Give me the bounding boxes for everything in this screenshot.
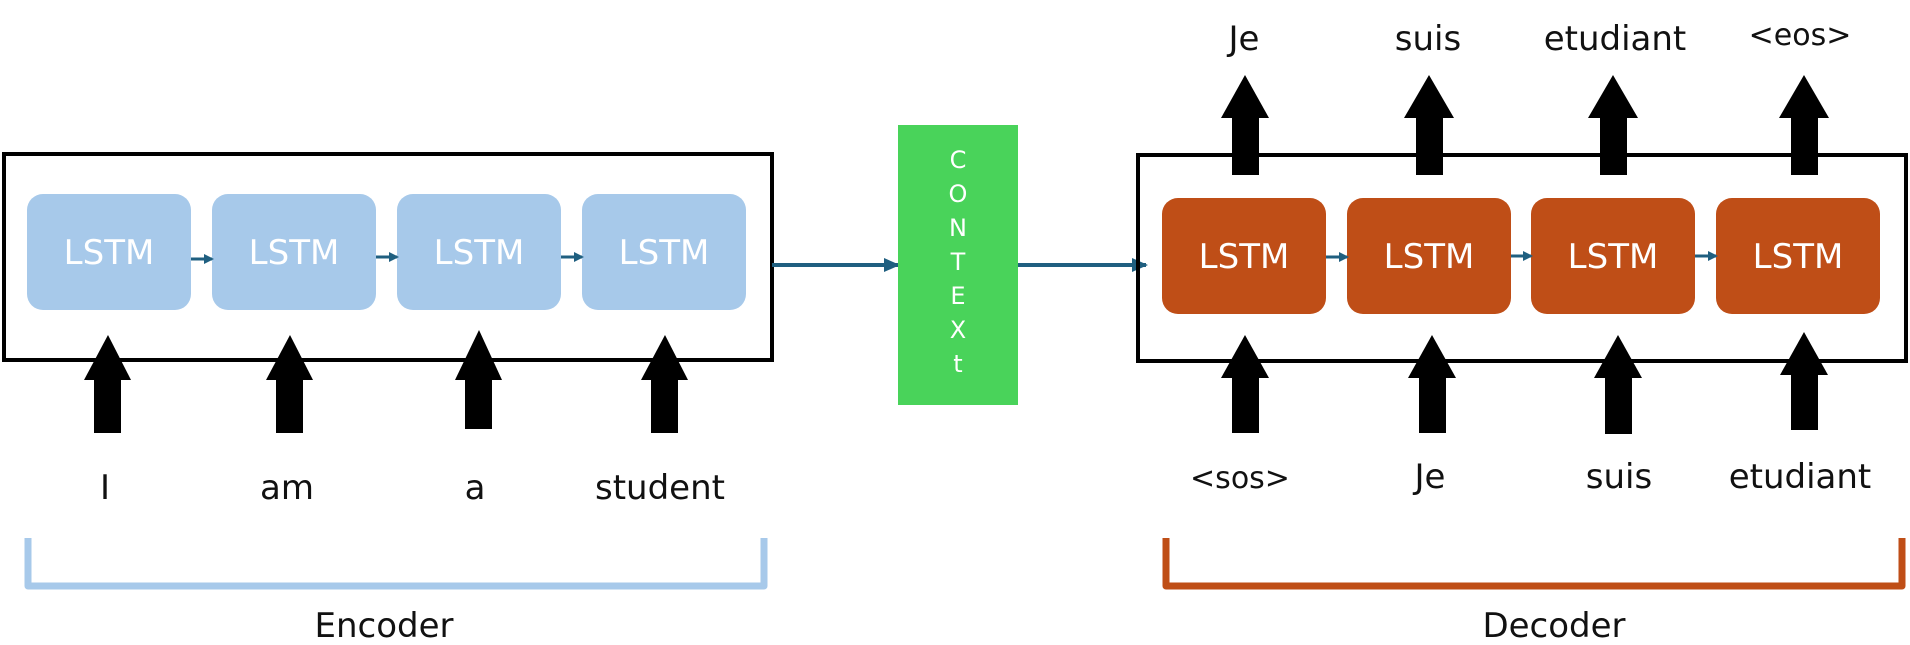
context-letter: X: [950, 316, 966, 344]
decoder-input-arrow-2: [1408, 335, 1456, 433]
decoder-bracket: [1162, 538, 1906, 590]
decoder: LSTM LSTM LSTM LSTM: [1136, 18, 1908, 645]
encoder-lstm-box: [397, 194, 561, 310]
encoder-cell-3: LSTM: [397, 194, 561, 310]
decoder-output-word: suis: [1395, 19, 1461, 59]
context-letter: T: [950, 248, 966, 276]
decoder-lstm-box: [1162, 198, 1326, 314]
encoder-input-arrow-1: [84, 335, 131, 433]
encoder-input-word: I: [100, 468, 110, 508]
decoder-lstm-box: [1531, 198, 1695, 314]
decoder-lstm-box: [1347, 198, 1511, 314]
encoder-cell-1: LSTM: [27, 194, 191, 310]
encoder-input-arrow-3: [455, 330, 502, 429]
decoder-cell-4: LSTM: [1716, 198, 1880, 314]
decoder-cell-2: LSTM: [1347, 198, 1511, 314]
decoder-input-word: suis: [1586, 457, 1652, 497]
encoder-lstm-box: [212, 194, 376, 310]
encoder-lstm-label: LSTM: [249, 233, 340, 273]
decoder-input-arrow-1: [1221, 335, 1269, 433]
decoder-output-word: etudiant: [1544, 19, 1687, 59]
encoder-bracket: [24, 538, 768, 590]
encoder-input-word: am: [260, 468, 314, 508]
decoder-cell-1: LSTM: [1162, 198, 1326, 314]
decoder-lstm-label: LSTM: [1568, 237, 1659, 277]
decoder-output-arrow-1: [1221, 75, 1269, 175]
decoder-output-arrow-2: [1404, 75, 1454, 175]
context-letter: E: [950, 282, 965, 310]
encoder-input-arrow-4: [641, 335, 688, 433]
context-letter: t: [953, 350, 962, 378]
encoder-lstm-box: [27, 194, 191, 310]
encoder-input-arrow-2: [266, 335, 313, 433]
encoder-input-word: student: [595, 468, 725, 508]
decoder-input-word: Je: [1413, 457, 1446, 497]
decoder-lstm-label: LSTM: [1199, 237, 1290, 277]
decoder-output-arrow-4: [1779, 75, 1829, 175]
decoder-label: Decoder: [1482, 606, 1625, 645]
decoder-lstm-box: [1716, 198, 1880, 314]
context-box: [898, 125, 1018, 405]
decoder-input-word: etudiant: [1729, 457, 1872, 497]
encoder-label: Encoder: [314, 606, 453, 645]
decoder-frame: [1136, 153, 1908, 363]
context-letter: O: [949, 180, 968, 208]
encoder-lstm-label: LSTM: [434, 233, 525, 273]
encoder-cell-4: LSTM: [582, 194, 746, 310]
context-letter: C: [950, 146, 967, 174]
encoder-lstm-label: LSTM: [619, 233, 710, 273]
encoder: LSTM LSTM LSTM LSTM: [2, 152, 774, 645]
decoder-lstm-label: LSTM: [1384, 237, 1475, 277]
decoder-cell-3: LSTM: [1531, 198, 1695, 314]
encoder-frame: [2, 152, 774, 362]
decoder-output-word: <eos>: [1749, 18, 1852, 53]
decoder-output-arrow-3: [1588, 75, 1638, 175]
decoder-input-arrow-3: [1594, 335, 1642, 434]
decoder-input-word: <sos>: [1190, 461, 1290, 496]
encoder-cell-2: LSTM: [212, 194, 376, 310]
encoder-input-word: a: [465, 468, 486, 508]
decoder-output-word: Je: [1227, 19, 1260, 59]
context-letter: N: [949, 214, 967, 242]
decoder-lstm-label: LSTM: [1753, 237, 1844, 277]
encoder-lstm-label: LSTM: [64, 233, 155, 273]
decoder-input-arrow-4: [1780, 332, 1828, 430]
encoder-lstm-box: [582, 194, 746, 310]
